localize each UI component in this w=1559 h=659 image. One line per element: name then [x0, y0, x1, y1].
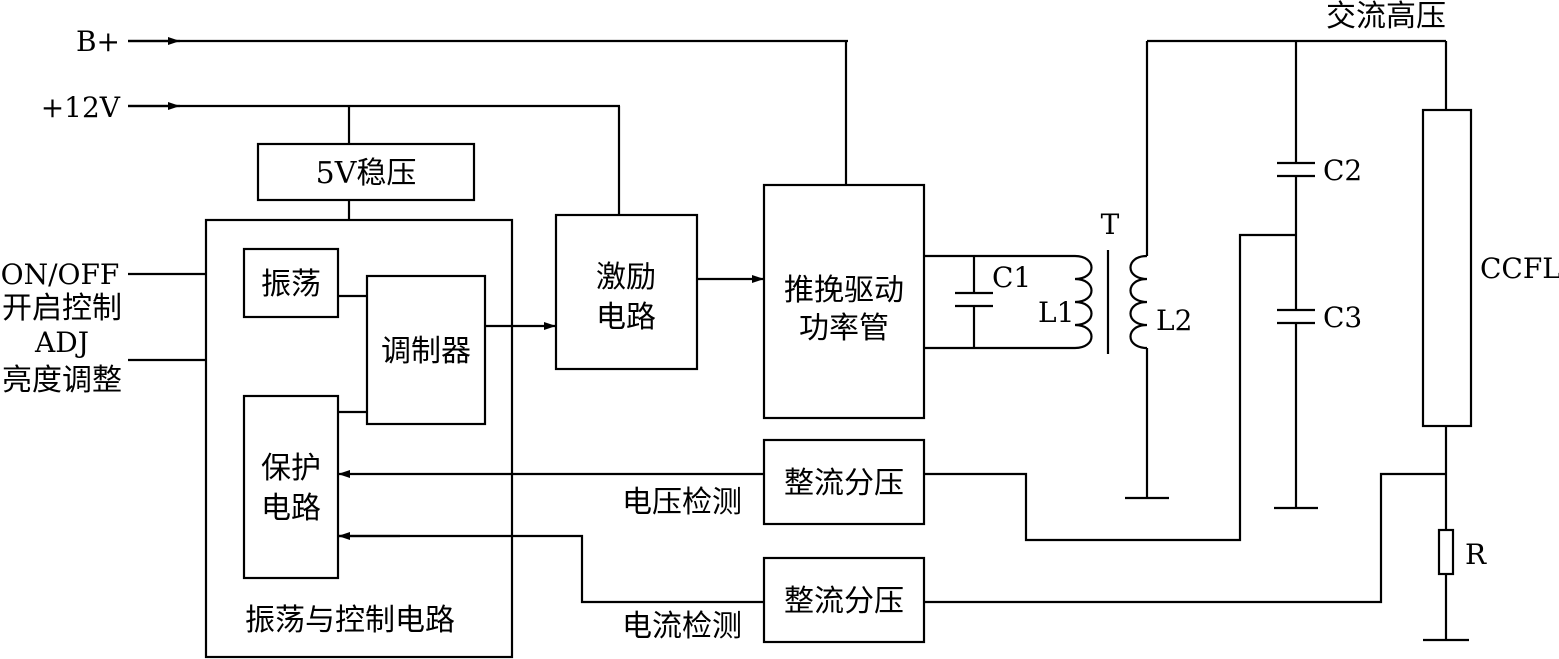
c2-label: C2: [1323, 154, 1362, 187]
b-plus-label: B+: [76, 25, 120, 58]
protection-label-2: 电路: [261, 491, 321, 526]
l2-coil: [1129, 254, 1148, 350]
current-detect-label: 电流检测: [622, 609, 742, 644]
rect-current-label: 整流分压: [784, 584, 904, 619]
reg-5v-label: 5V稳压: [316, 156, 417, 191]
modulator-box: [365, 274, 487, 426]
voltage-detect-label: 电压检测: [622, 485, 742, 520]
r-label: R: [1465, 538, 1487, 571]
ccfl-label: CCFL: [1480, 252, 1559, 285]
l2-label: L2: [1156, 304, 1192, 337]
transformer-label: T: [1101, 208, 1120, 241]
current-feedback-wire: [338, 534, 764, 604]
r-resistor: [1437, 528, 1455, 576]
pushpull-label-1: 推挽驱动: [784, 273, 904, 308]
rect-current-box: [762, 556, 926, 644]
adj-cn-label: 亮度调整: [2, 363, 122, 398]
current-sense-wire: [924, 472, 1446, 604]
adj-label: ADJ: [34, 326, 89, 359]
l1-label: L1: [1038, 296, 1074, 329]
l1-coil: [1074, 254, 1093, 350]
pushpull-label-2: 功率管: [799, 311, 889, 346]
c1-label: C1: [992, 261, 1031, 294]
ccfl-tube: [1421, 108, 1473, 428]
pushpull-box: [762, 183, 926, 420]
protection-label-1: 保护: [261, 451, 321, 486]
onoff-label: ON/OFF: [1, 258, 120, 291]
ac-hv-label: 交流高压: [1326, 0, 1446, 34]
excite-label-1: 激励: [596, 260, 656, 295]
12v-label: +12V: [41, 91, 121, 124]
protection-box: [242, 394, 340, 580]
onoff-cn-label: 开启控制: [2, 291, 122, 326]
excite-box: [554, 213, 699, 371]
rect-voltage-box: [762, 438, 926, 526]
reg-5v-box: [256, 142, 476, 202]
oscillator-box: [242, 247, 340, 319]
excite-label-2: 电路: [596, 300, 656, 335]
rect-voltage-label: 整流分压: [784, 466, 904, 501]
oscillator-label: 振荡: [261, 267, 321, 302]
c3-label: C3: [1323, 301, 1362, 334]
osc-ctrl-label: 振荡与控制电路: [245, 603, 455, 638]
modulator-label: 调制器: [381, 334, 471, 369]
voltage-sense-wire: [924, 233, 1296, 542]
